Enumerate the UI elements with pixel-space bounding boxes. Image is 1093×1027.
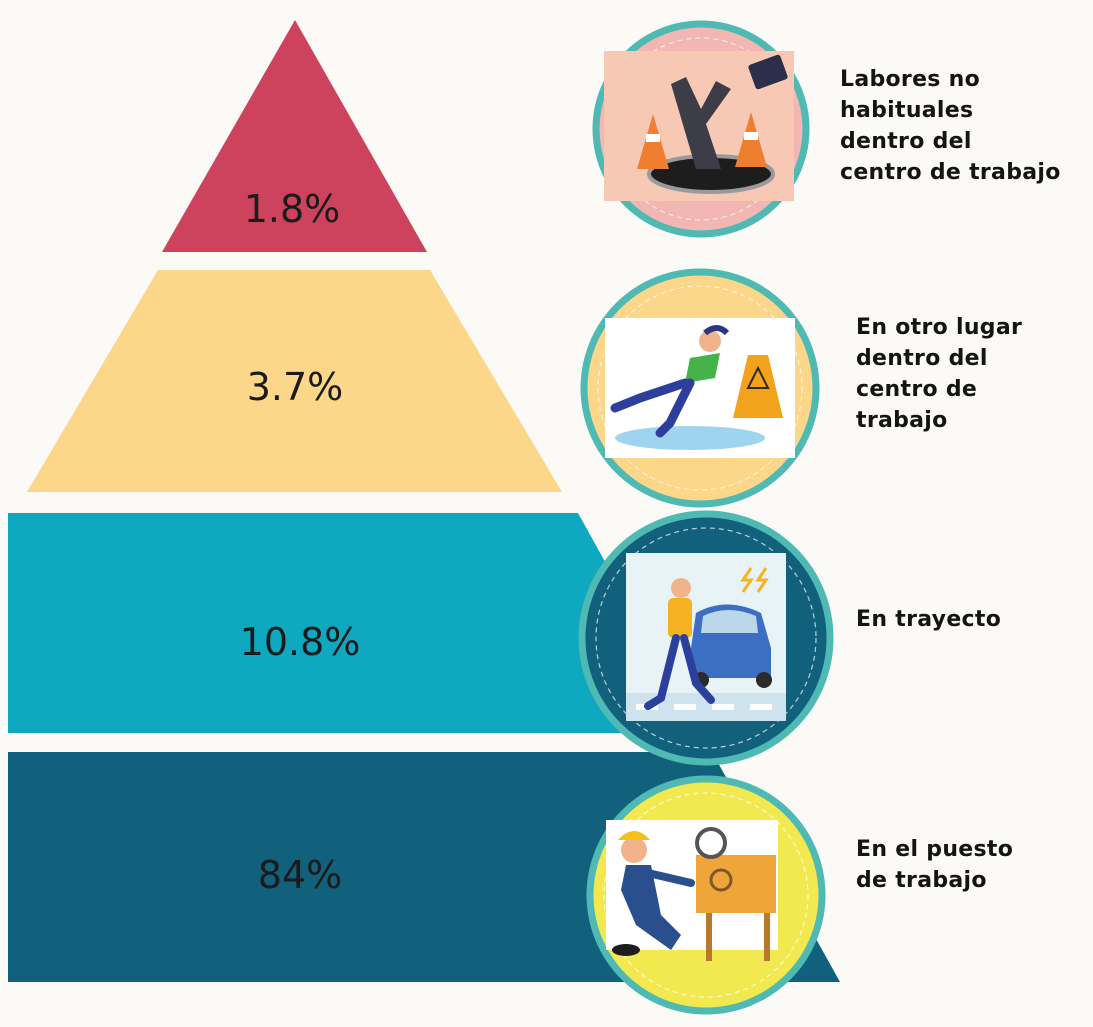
category-label-line: En el puesto xyxy=(856,837,1014,862)
tier-value-label: 1.8% xyxy=(244,187,341,231)
category-label-line: centro de xyxy=(856,377,978,402)
category-label-line: En otro lugar xyxy=(856,315,1023,340)
person-slipping-on-wet-floor-icon xyxy=(580,268,820,508)
tier-value-label: 10.8% xyxy=(240,620,361,664)
category-label-other-place: En otro lugar dentro del centro de trabajo xyxy=(856,312,1022,436)
pyramid-tier-top xyxy=(162,20,427,252)
category-label-line: Labores no xyxy=(840,67,981,92)
tier-value-label: 84% xyxy=(258,853,342,897)
category-label-non-habitual-tasks: Labores no habituales dentro del centro de … xyxy=(840,64,1061,188)
category-label-line: En trayecto xyxy=(856,607,1002,632)
worker-at-machine-icon xyxy=(586,775,826,1015)
category-label-commute: En trayecto xyxy=(856,604,1001,635)
category-label-workstation: En el puesto de trabajo xyxy=(856,834,1013,896)
category-label-line: habituales xyxy=(840,98,974,123)
category-label-line: centro de trabajo xyxy=(840,160,1061,185)
category-label-line: dentro del xyxy=(856,346,988,371)
category-label-line: trabajo xyxy=(856,408,948,433)
category-label-line: de trabajo xyxy=(856,868,987,893)
category-label-line: dentro del xyxy=(840,129,972,154)
tier-value-label: 3.7% xyxy=(247,365,344,409)
worker-falling-into-manhole-icon xyxy=(592,20,810,238)
pyramid-tier-3 xyxy=(8,513,700,733)
pedestrian-and-car-icon xyxy=(578,510,834,766)
pyramid-tier-2 xyxy=(27,270,562,492)
